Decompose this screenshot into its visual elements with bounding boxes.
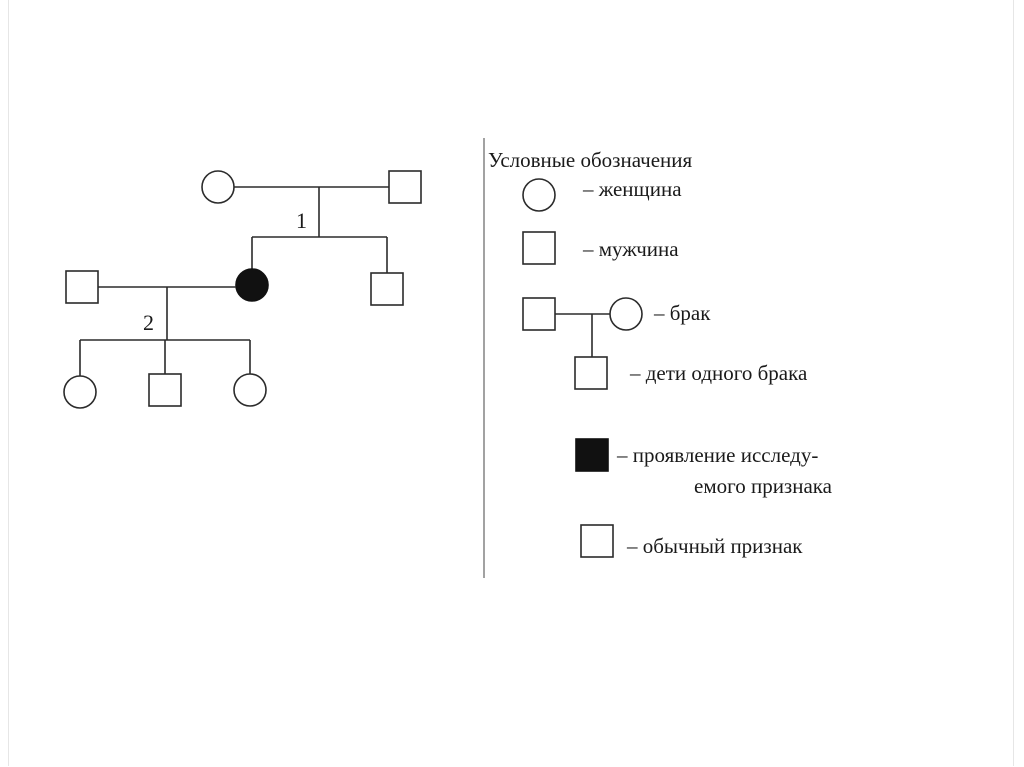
g2-male-sibling-symbol <box>370 272 404 306</box>
legend-affected-symbol <box>575 438 609 472</box>
legend: Условные обозначения – женщина – мужчина… <box>488 148 833 558</box>
legend-normal-symbol <box>580 524 614 558</box>
legend-marriage-male-symbol <box>522 297 556 331</box>
g1-male-symbol <box>388 170 422 204</box>
legend-man-text: – мужчина <box>582 237 679 261</box>
legend-affected-text-line1: – проявление исследу- <box>616 443 818 467</box>
g3-female-1-symbol <box>63 375 97 409</box>
generation-label-2: 2 <box>143 310 154 335</box>
generation-label-1: 1 <box>296 208 307 233</box>
g2-affected-female-symbol <box>235 268 269 302</box>
g3-male-symbol <box>148 373 182 407</box>
legend-marriage-text: – брак <box>653 301 711 325</box>
pedigree-chart: 1 2 <box>63 170 422 409</box>
legend-marriage-female-symbol <box>609 297 643 331</box>
legend-affected-text-line2: емого признака <box>694 474 833 498</box>
page-frame <box>8 0 1014 766</box>
legend-children-text: – дети одного брака <box>629 361 808 385</box>
g1-female-symbol <box>201 170 235 204</box>
legend-man-symbol <box>522 231 556 265</box>
g3-female-2-symbol <box>233 373 267 407</box>
legend-title: Условные обозначения <box>488 148 693 172</box>
g2-male-spouse-symbol <box>65 270 99 304</box>
legend-woman-symbol <box>522 178 556 212</box>
legend-woman-text: – женщина <box>582 177 682 201</box>
legend-child-symbol <box>574 356 608 390</box>
legend-normal-text: – обычный признак <box>626 534 803 558</box>
